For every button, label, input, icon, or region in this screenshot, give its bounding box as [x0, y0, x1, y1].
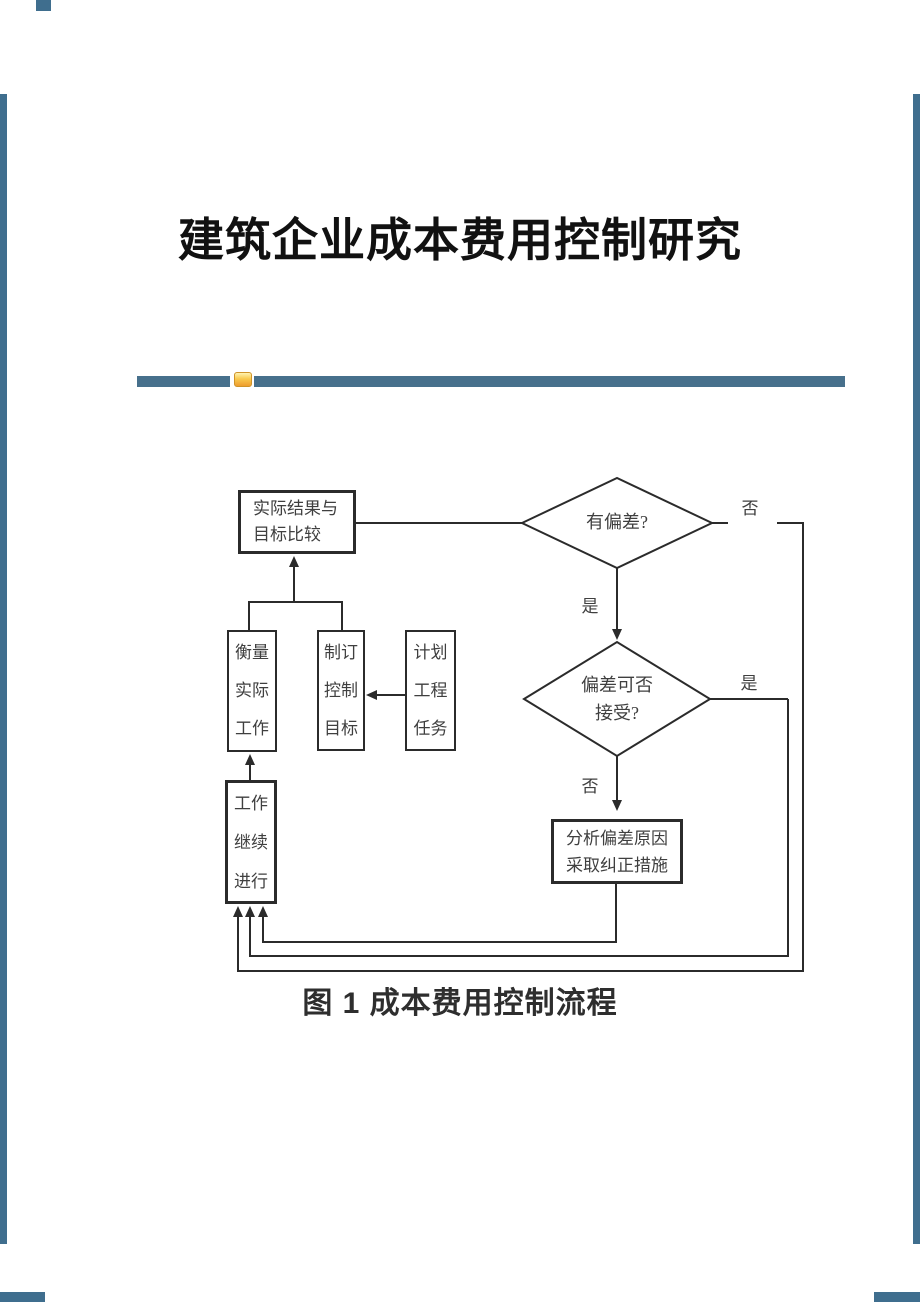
flow-node-continue-line1: 工作: [234, 793, 268, 813]
page-edge-mark-bottom-left: [0, 1292, 45, 1302]
flow-node-compare-line2: 目标比较: [253, 525, 321, 544]
flow-node-acceptable-line2: 接受?: [595, 703, 639, 723]
flow-node-measure-actual: 衡量 实际 工作: [227, 630, 277, 752]
arrowhead-up-into-continue-outer: [233, 906, 243, 917]
arrowhead-up-into-continue-inner: [258, 906, 268, 917]
edge-label-yes-right: 是: [740, 674, 758, 693]
arrowhead-left-into-target: [366, 690, 377, 700]
flow-node-target-line1: 制订: [324, 642, 358, 662]
divider-bar: [137, 376, 845, 387]
page-edge-mark-top: [36, 0, 51, 11]
flow-node-has-deviation-label: 有偏差?: [586, 512, 648, 532]
flow-node-measure-line1: 衡量: [235, 643, 269, 662]
edge-label-no-between: 否: [581, 777, 599, 796]
flow-node-continue-line2: 继续: [234, 832, 268, 852]
flow-node-plan-line3: 任务: [413, 718, 448, 738]
flow-node-work-continue: 工作 继续 进行: [225, 780, 277, 904]
page-edge-mark-left: [0, 94, 7, 1244]
flow-node-analyze-line2: 采取纠正措施: [566, 855, 668, 875]
flow-node-measure-line3: 工作: [235, 719, 269, 738]
flow-node-compare-line1: 实际结果与: [253, 499, 338, 518]
figure-caption: 图 1 成本费用控制流程: [302, 987, 618, 1020]
flow-node-acceptable-line1: 偏差可否: [581, 675, 653, 695]
connector-lines: [237, 476, 804, 972]
flow-node-target-line2: 控制: [324, 680, 358, 700]
flow-node-plan-line2: 工程: [413, 680, 448, 700]
edge-label-yes-between: 是: [581, 597, 599, 616]
page-edge-mark-bottom-right: [874, 1292, 920, 1302]
flow-node-analyze-correct: 分析偏差原因 采取纠正措施: [551, 819, 683, 884]
edge-label-no-top: 否: [741, 499, 759, 518]
arrowhead-down-into-analyze: [612, 800, 622, 811]
document-title: 建筑企业成本费用控制研究: [178, 215, 742, 266]
flow-node-analyze-line1: 分析偏差原因: [566, 828, 668, 848]
flow-node-continue-line3: 进行: [234, 871, 268, 891]
flow-node-compare: 实际结果与 目标比较: [238, 490, 356, 554]
flow-node-measure-line2: 实际: [235, 681, 269, 700]
flow-node-plan-line1: 计划: [413, 642, 448, 662]
flow-node-set-control-target: 制订 控制 目标: [317, 630, 365, 751]
arrowheads: [233, 556, 622, 917]
arrowhead-up-into-continue-middle: [245, 906, 255, 917]
diamond-deviation-acceptable: [522, 640, 712, 758]
diamond-has-deviation: [519, 476, 715, 570]
arrowhead-up-into-measure: [245, 754, 255, 765]
arrowhead-up-into-compare: [289, 556, 299, 567]
arrowhead-down-into-diamond2: [612, 629, 622, 640]
flow-node-plan-tasks: 计划 工程 任务: [405, 630, 456, 751]
bookmark-icon: [234, 372, 252, 387]
page-edge-mark-right: [913, 94, 920, 1244]
flow-node-deviation-acceptable-label: 偏差可否 接受?: [547, 671, 687, 727]
flow-node-target-line3: 目标: [324, 718, 358, 738]
